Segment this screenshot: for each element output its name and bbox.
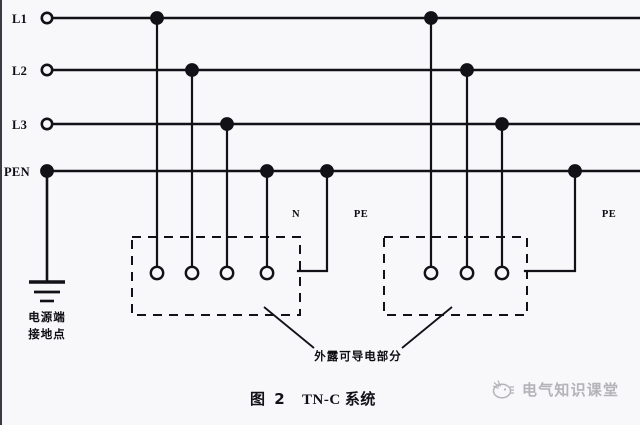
source-terminal-l2 [40,63,54,77]
conductor-label-pe-left: PE [354,209,368,220]
exposed-parts-label: 外露可导电部分 [313,349,402,363]
earth-label-line1: 电源端 [28,310,66,324]
terminal-load1-n [259,265,275,281]
bus-label-pen: PEN [4,165,30,179]
load-2-junction-dots [424,11,582,178]
source-terminals [40,11,54,178]
conductor-label-pe-right: PE [602,209,616,220]
source-terminal-l3 [40,117,54,131]
bus-lines [45,16,640,173]
enclosure-load-2 [383,236,528,316]
conductor-label-n: N [292,209,300,220]
source-terminal-l1 [40,11,54,25]
terminal-load2-l1 [423,265,439,281]
terminal-load2-l3 [494,265,510,281]
junction-dot-load2-pe [568,164,582,178]
junction-dot-load2-l2 [460,63,474,77]
figure-caption-title: TN-C 系统 [302,390,376,408]
terminal-load1-l2 [184,265,200,281]
junction-dot-load1-n [260,164,274,178]
source-earth-connection [29,169,65,303]
load-1-terminals [149,265,275,281]
junction-dot-load1-l1 [150,11,164,25]
load-1-junction-dots [150,11,334,178]
load-2-drop-lines [429,16,577,273]
enclosure-load-1 [131,236,301,316]
leader-line-left [263,306,315,349]
earth-label-line2: 接地点 [28,327,66,341]
junction-dot-load1-l3 [220,117,234,131]
leader-line-right [401,306,453,349]
junction-dot-load1-l2 [185,63,199,77]
exposed-parts-leaders [263,306,453,349]
junction-dot-load2-l1 [424,11,438,25]
drop-line-load1-pe [296,169,329,273]
terminal-load1-l3 [219,265,235,281]
bus-label-l1: L1 [12,12,27,26]
figure-caption-number: 图 2 [250,390,287,408]
bus-label-l3: L3 [12,118,27,132]
junction-dot-load2-l3 [495,117,509,131]
terminal-load1-l1 [149,265,165,281]
bus-label-l2: L2 [12,64,27,78]
junction-dot-load1-pe [320,164,334,178]
load-1-drop-lines [155,16,329,273]
terminal-load2-l2 [459,265,475,281]
load-2-terminals [423,265,510,281]
drop-line-load2-pe [523,169,577,273]
